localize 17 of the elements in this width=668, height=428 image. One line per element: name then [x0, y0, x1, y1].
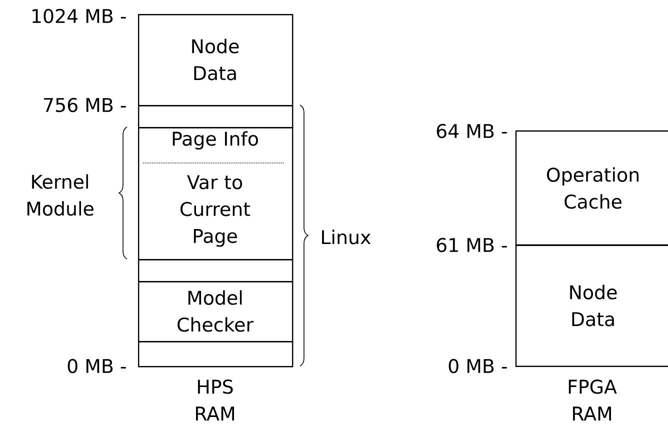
- tick-label: 0 MB -: [68, 358, 126, 374]
- empty-segment: [138, 341, 294, 368]
- brace-label: Kernel Module: [27, 174, 94, 216]
- empty-segment: [138, 105, 294, 128]
- memory-segment: Model Checker: [138, 281, 294, 342]
- memory-segment: Operation Cache: [515, 130, 668, 246]
- tick-label: 1024 MB -: [32, 8, 126, 24]
- tick-label: 0 MB -: [448, 358, 507, 374]
- memory-segment: Page Info Var to Current Page: [138, 127, 294, 260]
- empty-segment: [138, 259, 294, 282]
- brace-label: Linux: [322, 230, 371, 244]
- tick-label: 61 MB -: [436, 238, 507, 252]
- tick-label: 64 MB -: [436, 124, 507, 138]
- memory-segment: Node Data: [515, 244, 668, 367]
- memory-segment: Node Data: [138, 14, 294, 106]
- tick-label: 756 MB -: [44, 98, 126, 112]
- memory-label: HPS RAM: [196, 380, 234, 420]
